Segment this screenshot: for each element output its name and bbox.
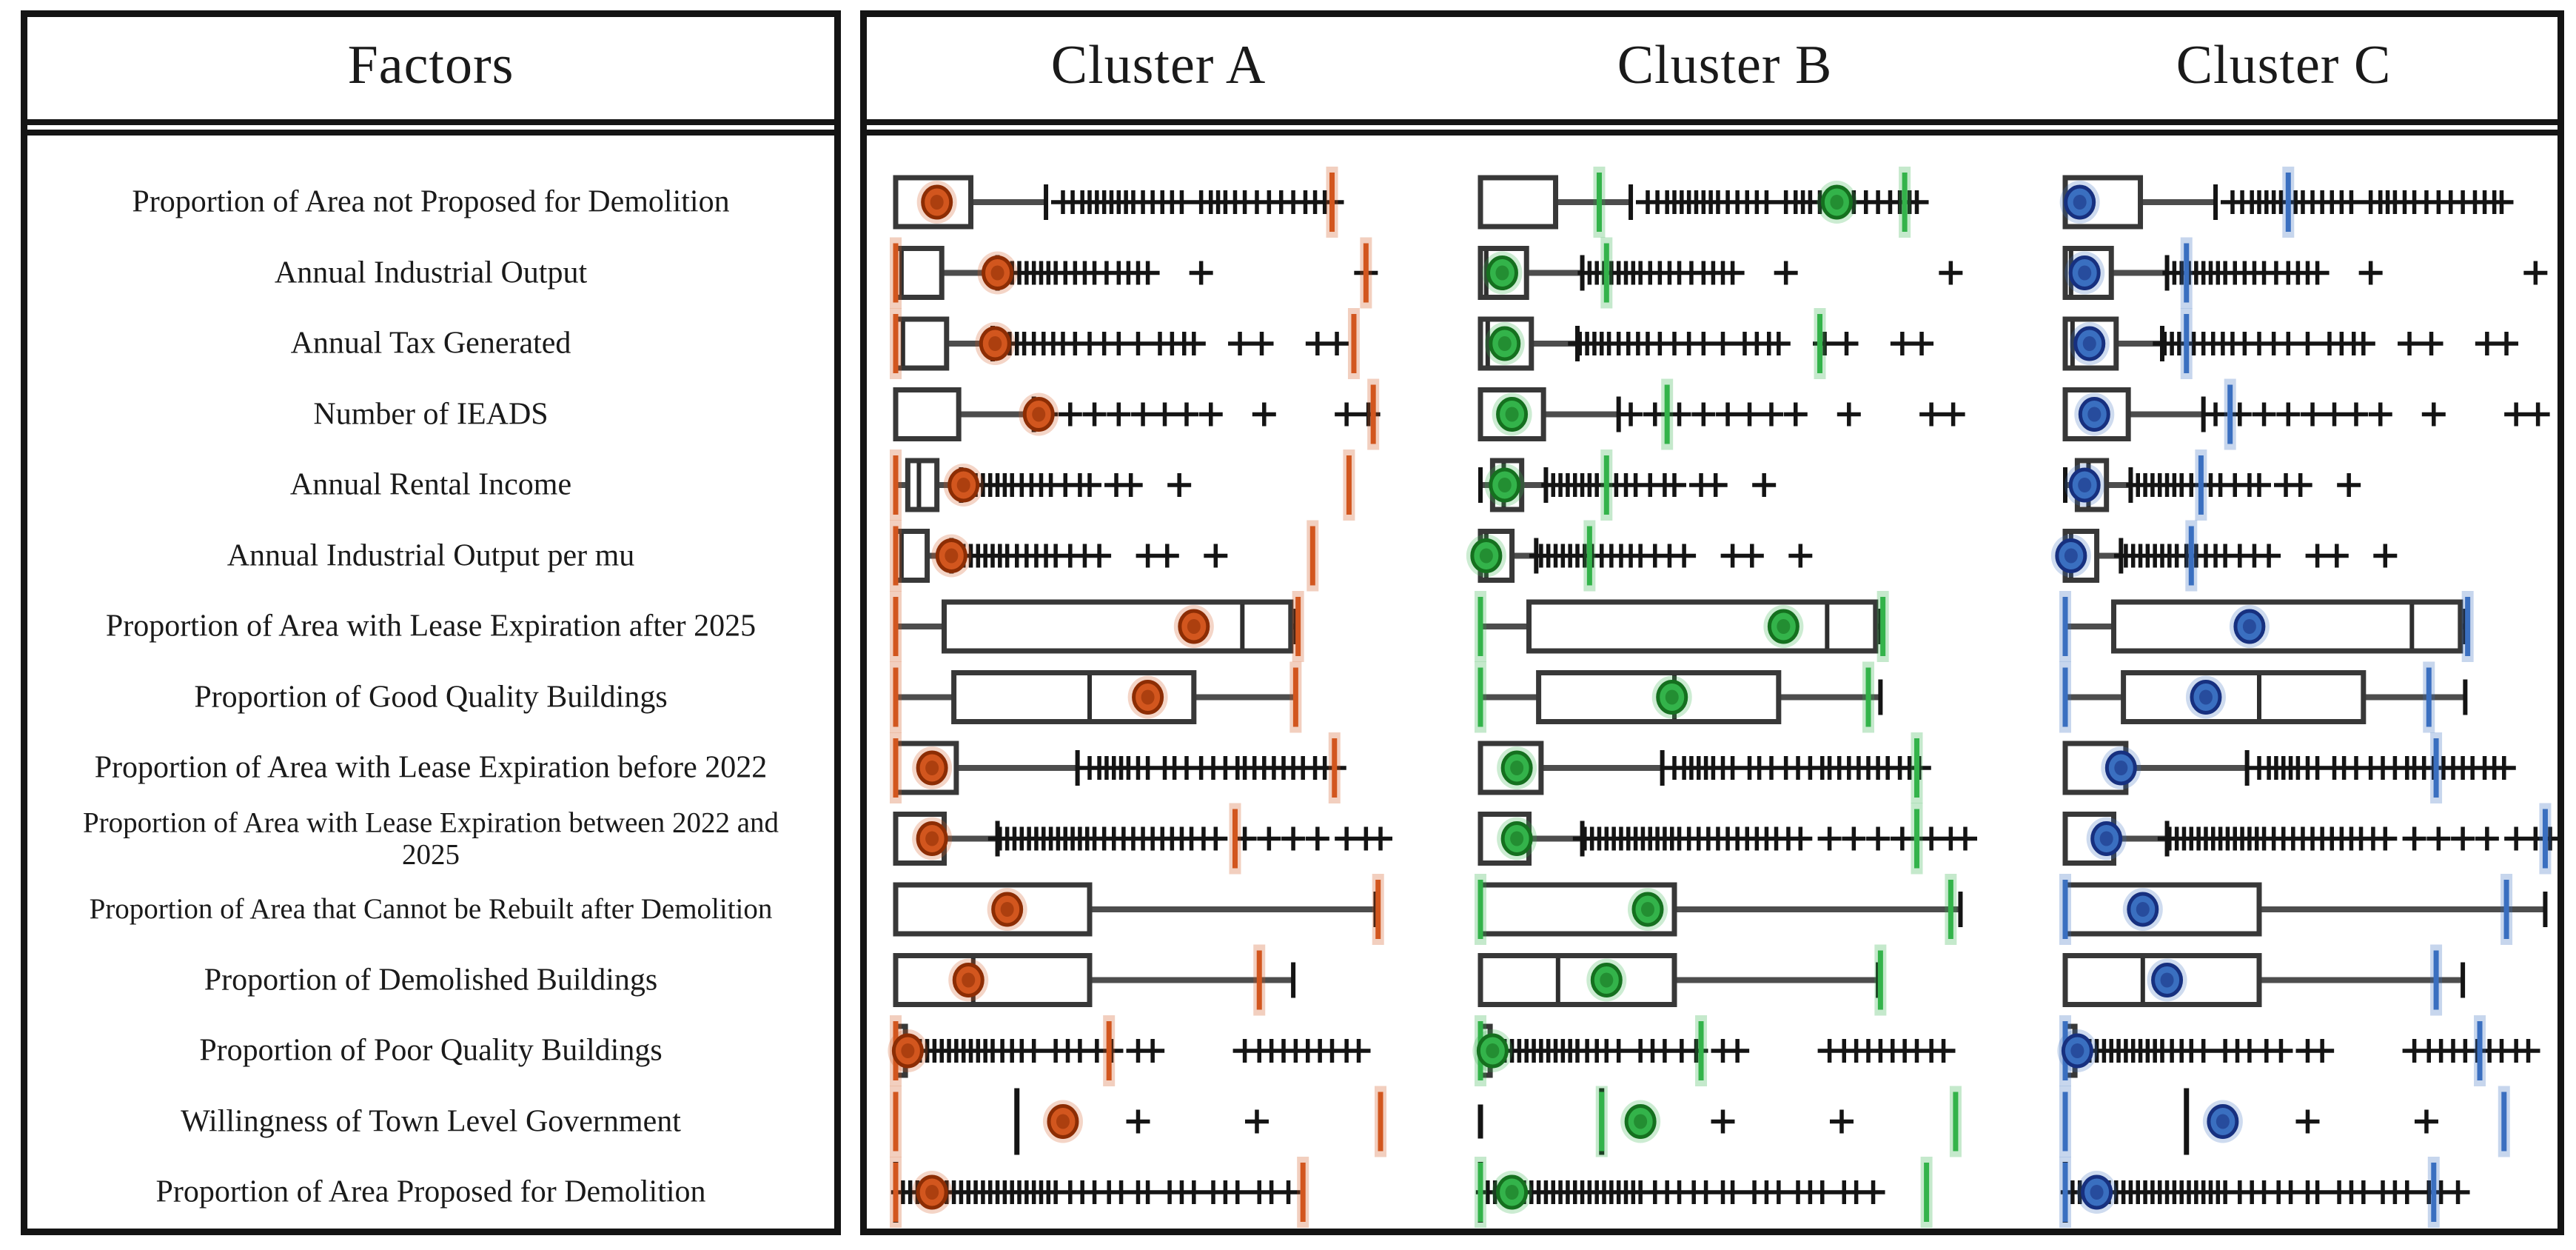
- factor-label: Proportion of Poor Quality Buildings: [199, 1033, 663, 1068]
- factor-label: Annual Tax Generated: [290, 326, 571, 361]
- factor-label: Proportion of Area with Lease Expiration…: [105, 609, 757, 644]
- cluster-b-title: Cluster B: [1617, 35, 1833, 96]
- factor-label: Annual Rental Income: [289, 467, 572, 502]
- factors-header: Factors: [27, 17, 834, 125]
- factors-header-divider: [27, 125, 834, 136]
- cluster-c-title: Cluster C: [2176, 35, 2392, 96]
- cluster-a-title: Cluster A: [1050, 35, 1267, 96]
- factor-label: Proportion of Area with Lease Expiration…: [82, 806, 779, 871]
- factor-label: Annual Industrial Output per mu: [227, 538, 635, 572]
- factors-title: Factors: [347, 35, 514, 96]
- factor-label: Willingness of Town Level Government: [181, 1103, 681, 1138]
- factor-label: Proportion of Area with Lease Expiration…: [94, 750, 768, 785]
- factor-label: Number of IEADS: [313, 396, 549, 431]
- factor-label: Annual Industrial Output: [274, 255, 588, 290]
- clusters-header-divider: [867, 125, 2557, 136]
- factor-label: Proportion of Area that Cannot be Rebuil…: [89, 893, 773, 926]
- factor-label: Proportion of Demolished Buildings: [204, 962, 658, 997]
- clusters-panel: Cluster A Cluster B Cluster C: [860, 10, 2564, 1235]
- factor-label: Proportion of Area not Proposed for Demo…: [132, 184, 730, 219]
- clusters-header: Cluster A Cluster B Cluster C: [867, 17, 2557, 125]
- factor-label: Proportion of Area Proposed for Demoliti…: [155, 1174, 706, 1209]
- factors-panel: Factors Proportion of Area not Proposed …: [21, 10, 841, 1235]
- factor-label: Proportion of Good Quality Buildings: [194, 679, 668, 714]
